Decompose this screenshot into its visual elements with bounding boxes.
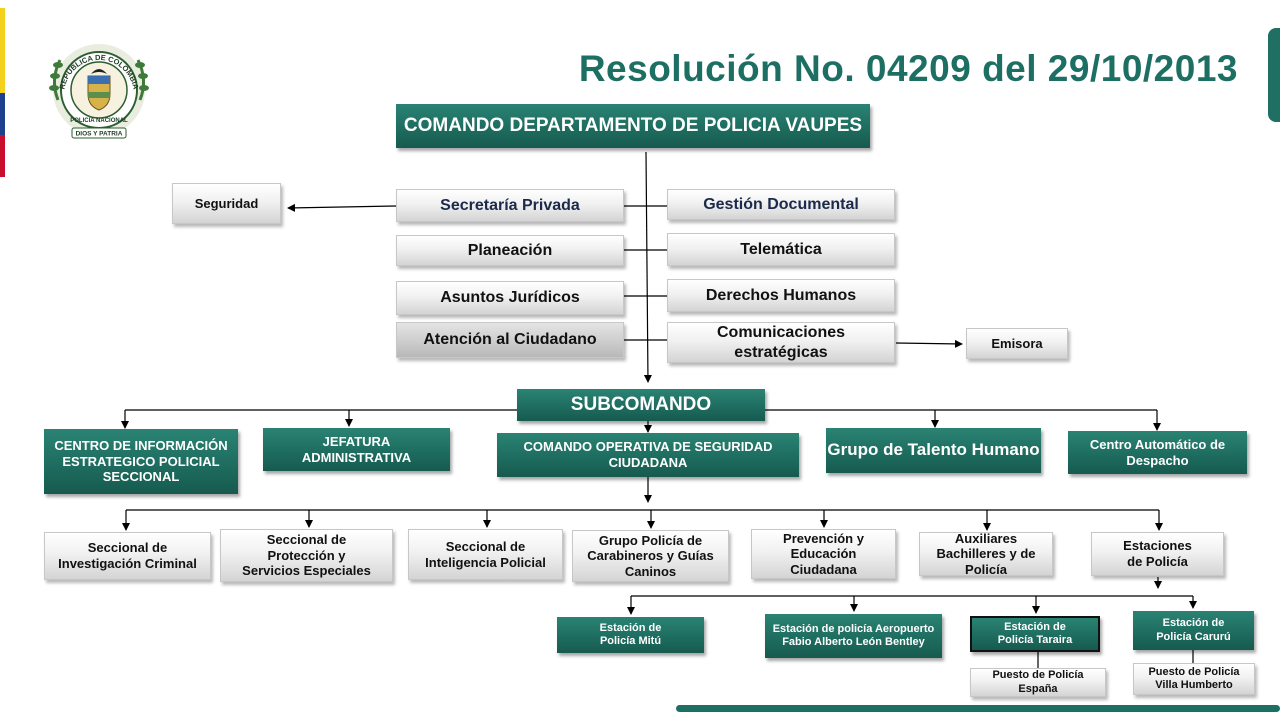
estacion-mitu-node: Estación de Policía Mitú bbox=[557, 617, 704, 653]
slide-accent-bar bbox=[676, 705, 1280, 712]
gestion-node: Gestión Documental bbox=[667, 189, 895, 220]
emisora-node: Emisora bbox=[966, 328, 1068, 359]
secretaria-node: Secretaría Privada bbox=[396, 189, 624, 222]
flag-stripe-yellow bbox=[0, 8, 5, 93]
estacion-caruru-node: Estación de Policía Carurú bbox=[1133, 611, 1254, 650]
comunicaciones-node: Comunicaciones estratégicas bbox=[667, 322, 895, 363]
telematica-node: Telemática bbox=[667, 233, 895, 266]
sipol-node: Seccional de Inteligencia Policial bbox=[408, 529, 563, 580]
jefatura-node: JEFATURA ADMINISTRATIVA bbox=[263, 428, 450, 471]
centro-automatico-node: Centro Automático de Despacho bbox=[1068, 431, 1247, 474]
estacion-taraira-node: Estación de Policía Taraira bbox=[970, 616, 1100, 652]
seguridad-node: Seguridad bbox=[172, 183, 281, 224]
carabineros-node: Grupo Policía de Carabineros y Guías Can… bbox=[572, 530, 729, 582]
flag-stripe-red bbox=[0, 135, 5, 177]
planeacion-node: Planeación bbox=[396, 235, 624, 266]
estaciones-node: Estaciones de Policía bbox=[1091, 532, 1224, 576]
sepro-node: Seccional de Protección y Servicios Espe… bbox=[220, 529, 393, 582]
ddhh-node: Derechos Humanos bbox=[667, 279, 895, 312]
slide-accent-tab bbox=[1268, 28, 1280, 122]
prevencion-node: Prevención y Educación Ciudadana bbox=[751, 529, 896, 579]
flag-stripe-blue bbox=[0, 93, 5, 135]
cie-node: CENTRO DE INFORMACIÓN ESTRATEGICO POLICI… bbox=[44, 429, 238, 494]
policia-nacional-emblem: REPUBLICA DE COLOMBIA POLICIA NACIONAL D… bbox=[49, 44, 149, 139]
sijin-node: Seccional de Investigación Criminal bbox=[44, 532, 211, 580]
juridicos-node: Asuntos Jurídicos bbox=[396, 281, 624, 315]
talento-node: Grupo de Talento Humano bbox=[826, 428, 1041, 473]
emblem-banner-text: DIOS Y PATRIA bbox=[76, 131, 123, 138]
root-node: COMANDO DEPARTAMENTO DE POLICIA VAUPES bbox=[396, 104, 870, 148]
estacion-aeropuerto-node: Estación de policía Aeropuerto Fabio Alb… bbox=[765, 614, 942, 658]
resolution-title: Resolución No. 04209 del 29/10/2013 bbox=[578, 48, 1238, 89]
puesto-villa-humberto-node: Puesto de Policía Villa Humberto bbox=[1133, 663, 1255, 695]
emblem-inner-text: POLICIA NACIONAL bbox=[70, 118, 128, 124]
coseg-node: COMANDO OPERATIVA DE SEGURIDAD CIUDADANA bbox=[497, 433, 799, 477]
atencion-node: Atención al Ciudadano bbox=[396, 322, 624, 358]
subcomando-node: SUBCOMANDO bbox=[517, 389, 765, 421]
puesto-espana-node: Puesto de Policía España bbox=[970, 668, 1106, 697]
auxiliares-node: Auxiliares Bachilleres y de Policía bbox=[919, 531, 1053, 577]
